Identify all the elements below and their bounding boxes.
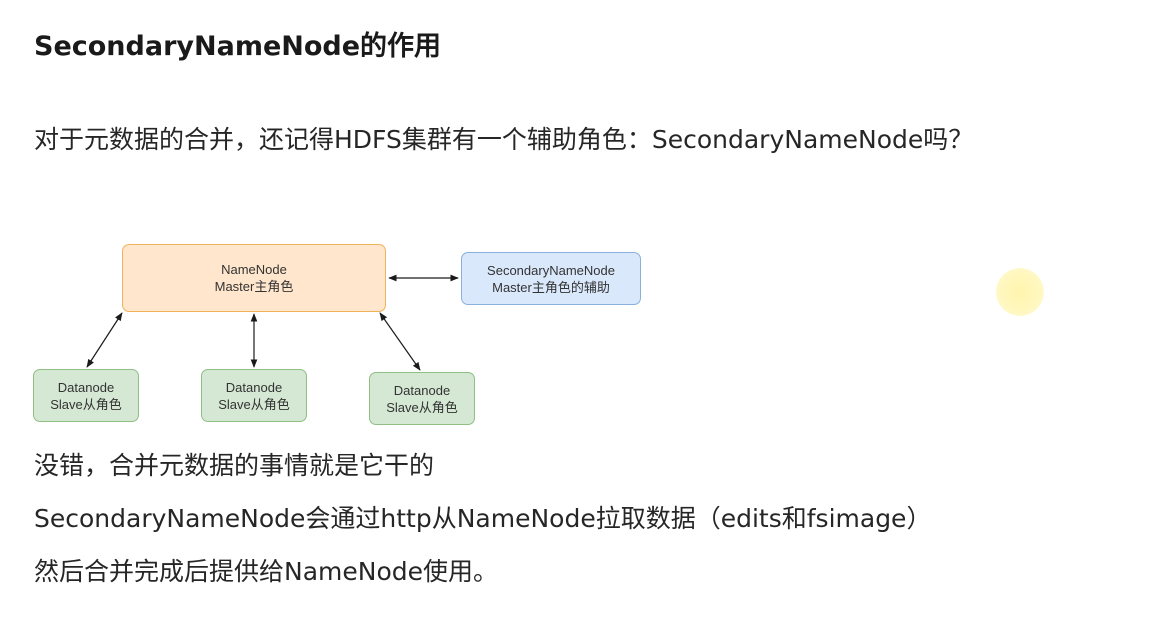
datanode-role: Slave从角色 <box>218 396 290 412</box>
pointer-highlight <box>996 268 1044 316</box>
datanode-box-3: Datanode Slave从角色 <box>369 372 475 425</box>
body-line-1: 没错，合并元数据的事情就是它干的 <box>34 451 435 480</box>
datanode-name: Datanode <box>57 379 115 395</box>
body-line-2: SecondaryNameNode会通过http从NameNode拉取数据（ed… <box>34 504 932 533</box>
datanode-name: Datanode <box>225 379 283 395</box>
link-namenode-datanode-1 <box>86 312 123 368</box>
secondary-namenode-name: SecondaryNameNode <box>487 262 615 278</box>
namenode-box: NameNode Master主角色 <box>122 244 386 312</box>
datanode-box-2: Datanode Slave从角色 <box>201 369 307 422</box>
secondary-namenode-role: Master主角色的辅助 <box>492 279 610 295</box>
datanode-role: Slave从角色 <box>386 399 458 415</box>
datanode-box-1: Datanode Slave从角色 <box>33 369 139 422</box>
link-namenode-datanode-3 <box>379 312 421 371</box>
slide-title: SecondaryNameNode的作用 <box>34 31 442 62</box>
intro-paragraph: 对于元数据的合并，还记得HDFS集群有一个辅助角色：SecondaryNameN… <box>34 125 974 154</box>
datanode-role: Slave从角色 <box>50 396 122 412</box>
secondary-namenode-box: SecondaryNameNode Master主角色的辅助 <box>461 252 641 305</box>
namenode-role: Master主角色 <box>214 279 294 294</box>
namenode-name: NameNode <box>221 262 287 277</box>
datanode-name: Datanode <box>393 382 451 398</box>
body-line-3: 然后合并完成后提供给NameNode使用。 <box>34 557 499 586</box>
